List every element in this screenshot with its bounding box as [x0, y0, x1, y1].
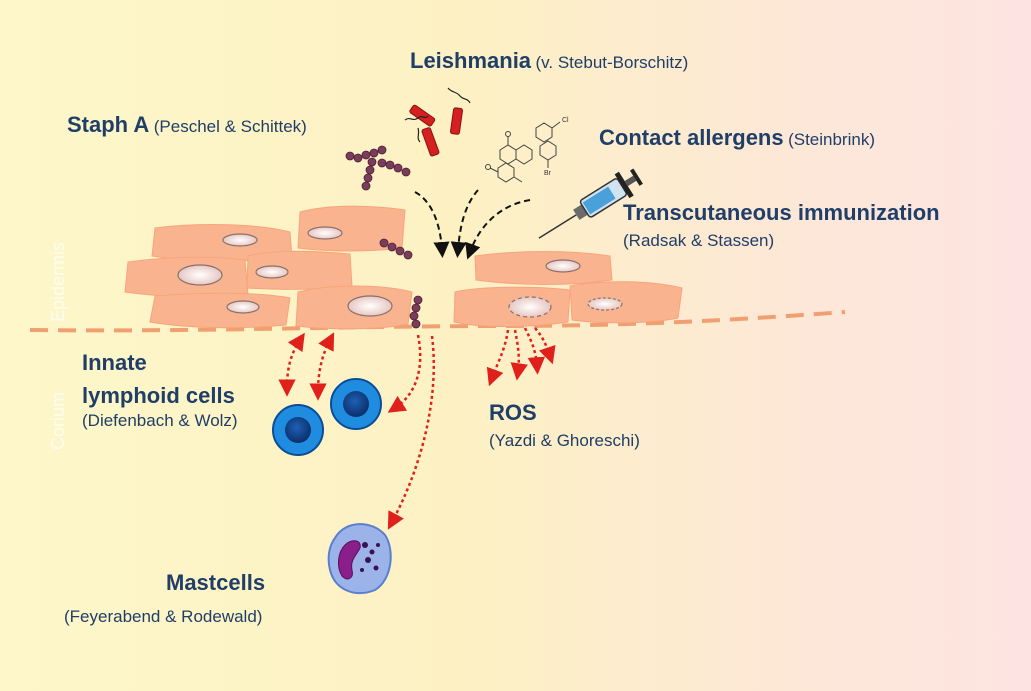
entry-arrows	[414, 189, 531, 260]
mastcells-authors: (Feyerabend & Rodewald)	[64, 607, 263, 627]
transcutaneous-label: Transcutaneous immunization (Radsak & St…	[623, 200, 940, 251]
contact-title: Contact allergens	[599, 125, 784, 150]
ros-title: ROS	[489, 400, 537, 425]
transcutaneous-title: Transcutaneous immunization	[623, 200, 940, 225]
staph-title: Staph A	[67, 112, 150, 137]
lymphoid-cell-icon	[272, 378, 382, 456]
leishmania-authors: (v. Stebut-Borschitz)	[535, 53, 689, 72]
staph-label: Staph A (Peschel & Schittek)	[67, 112, 307, 137]
innate-authors: (Diefenbach & Wolz)	[82, 410, 238, 430]
molecule-atom-br: Br	[544, 170, 552, 177]
leishmania-label: Leishmania (v. Stebut-Borschitz)	[410, 48, 688, 73]
syringe-icon	[538, 168, 643, 239]
keratinocyte-icon	[124, 205, 683, 330]
contact-authors: (Steinbrink)	[788, 130, 875, 149]
transcutaneous-authors: (Radsak & Stassen)	[623, 231, 775, 251]
corium-label: Corium	[48, 391, 68, 450]
molecule-icon	[485, 121, 561, 183]
leishmania-title: Leishmania	[410, 48, 532, 73]
ros-label: ROS (Yazdi & Ghoreschi)	[489, 400, 640, 451]
nuclei	[177, 226, 623, 318]
mastcells-title: Mastcells	[166, 570, 266, 595]
innate-title-line1: Innate	[82, 350, 147, 375]
innate-title-line2: lymphoid cells	[82, 383, 235, 409]
red-dotted-arrows	[278, 327, 556, 530]
epidermis-label: Epidermis	[48, 241, 68, 322]
staph-authors: (Peschel & Schittek)	[153, 117, 307, 136]
bacteria-chain-icon	[345, 145, 423, 329]
mastcell-icon	[327, 523, 392, 595]
molecule-atom-cl: Cl	[562, 117, 569, 124]
leishmania-parasite-icon	[404, 87, 471, 157]
ros-authors: (Yazdi & Ghoreschi)	[489, 431, 640, 451]
innate-lymphoid-label: Innate lymphoid cells (Diefenbach & Wolz…	[82, 350, 238, 430]
contact-allergens-label: Contact allergens (Steinbrink)	[599, 125, 875, 150]
mastcells-label: Mastcells (Feyerabend & Rodewald)	[64, 570, 265, 627]
